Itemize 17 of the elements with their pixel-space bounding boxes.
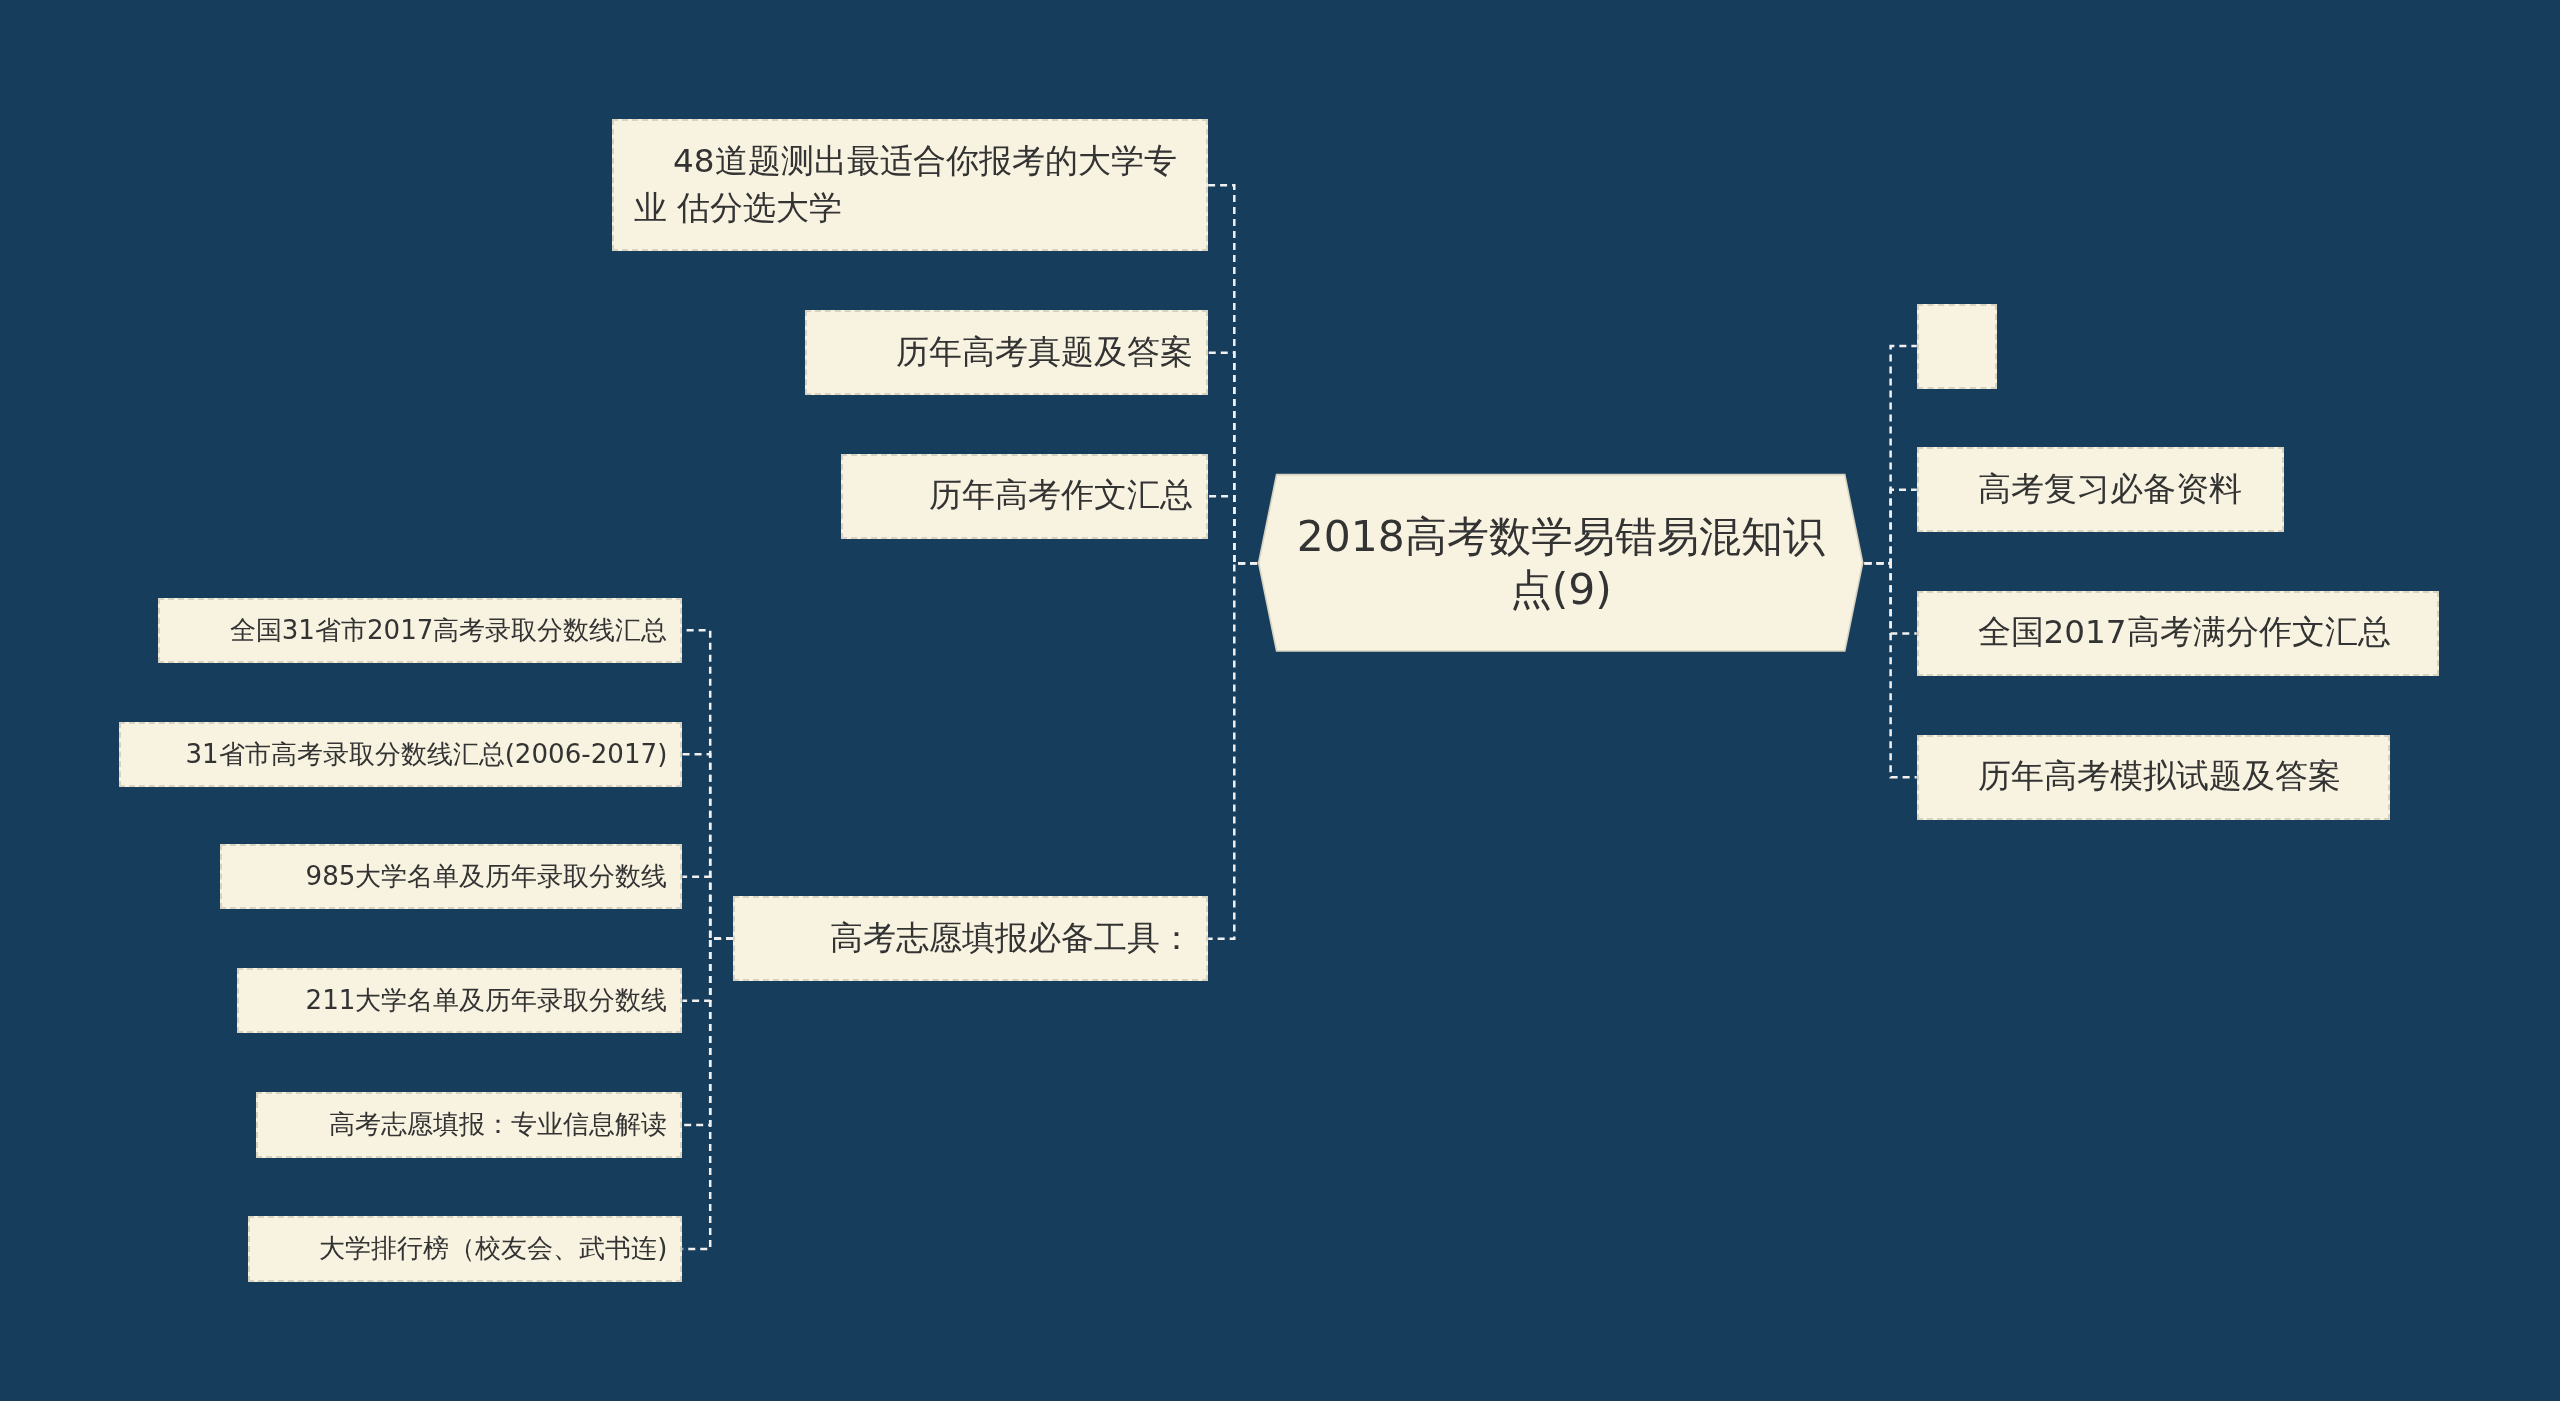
connector-line: [1208, 562, 1258, 941]
topic-box: 全国31省市2017高考录取分数线汇总: [158, 597, 683, 663]
topic-box: 高考志愿填报必备工具：: [733, 896, 1209, 982]
connector-line: [1864, 562, 1917, 779]
topic-box: 211大学名单及历年录取分数线: [236, 968, 683, 1034]
topic-box: 历年高考真题及答案: [804, 310, 1209, 396]
topic-box: 大学排行榜（校友会、武书连): [248, 1216, 683, 1282]
topic-box: 高考志愿填报：专业信息解读: [256, 1092, 683, 1158]
topic-box: 985大学名单及历年录取分数线: [220, 844, 683, 910]
topic-box: 历年高考作文汇总: [840, 453, 1209, 539]
topic-box: 31省市高考录取分数线汇总(2006-2017): [119, 721, 683, 787]
topic-box: 历年高考模拟试题及答案: [1916, 734, 2391, 820]
topic-box: 全国2017高考满分作文汇总: [1916, 591, 2440, 676]
topic-box: 高考复习必备资料: [1916, 447, 2285, 533]
empty-box: [1916, 303, 1997, 389]
topic-hexagon: 2018高考数学易错易混知识点(9): [1257, 473, 1865, 654]
topic-box: 48道题测出最适合你报考的大学专业 估分选大学: [612, 119, 1209, 252]
